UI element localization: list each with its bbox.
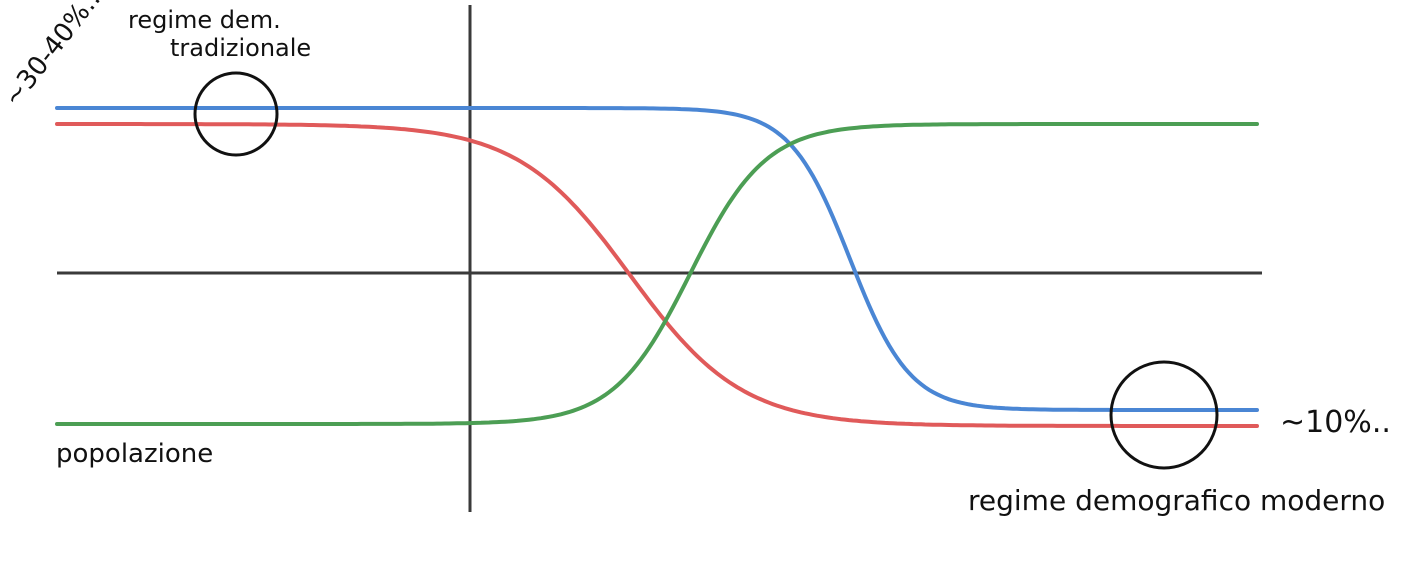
population-label: popolazione — [56, 439, 213, 469]
top-left-percent-label: ~30-40%.. — [0, 0, 107, 112]
modern-regime-label: regime demografico moderno — [968, 484, 1385, 517]
bottom-right-percent-label: ~10%.. — [1280, 405, 1391, 440]
modern-regime-circle — [1109, 360, 1219, 470]
population-curve — [55, 122, 1259, 426]
traditional-regime-circle — [193, 71, 279, 157]
death-rate-curve — [55, 122, 1259, 428]
birth-rate-curve — [55, 106, 1259, 412]
traditional-regime-label: regime dem. tradizionale — [128, 6, 311, 62]
